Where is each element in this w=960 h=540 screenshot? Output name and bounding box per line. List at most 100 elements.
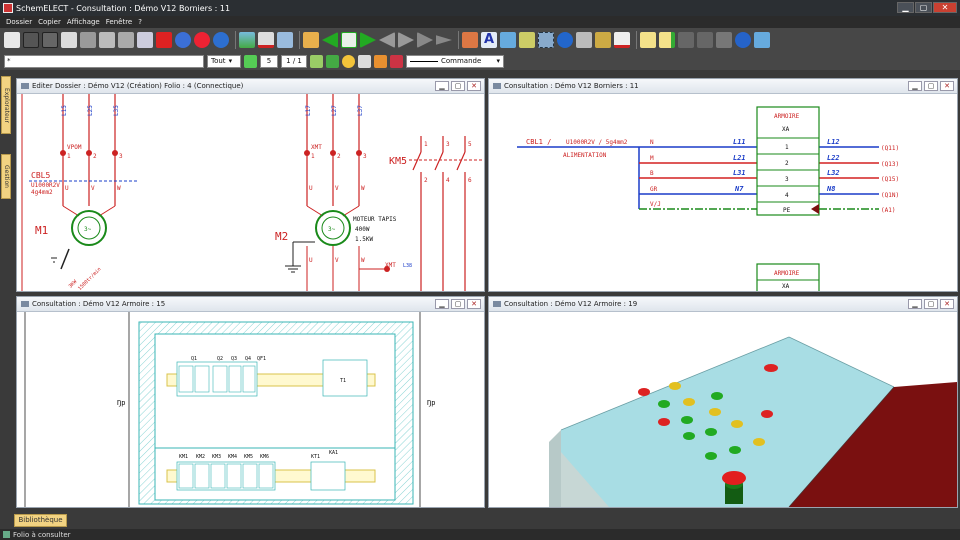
menu-fenetre[interactable]: Fenêtre	[105, 18, 133, 26]
open-folder-icon[interactable]	[23, 32, 39, 48]
armoire15-window-title: Consultation : Démo V12 Armoire : 15	[32, 300, 166, 308]
close-button[interactable]: ✕	[933, 2, 957, 13]
close-button[interactable]: ✕	[940, 299, 954, 309]
filter-select[interactable]: Tout ▾	[207, 54, 241, 68]
forward-icon[interactable]	[417, 32, 433, 48]
3d-view-canvas[interactable]	[489, 312, 957, 507]
armoire15-canvas[interactable]: Ŋp Ŋp Q1 Q2 Q3 Q4 Q	[17, 312, 484, 507]
cable-label: CBL5	[31, 171, 50, 180]
wire-label: L17	[305, 105, 312, 116]
undo-icon[interactable]	[175, 32, 191, 48]
line-style-select[interactable]: Commande ▾	[406, 54, 504, 68]
bottom-dock: Bibliothèque	[0, 512, 960, 529]
path-input[interactable]: *	[4, 54, 204, 68]
grid-toggle-icon[interactable]	[244, 54, 257, 68]
options-icon[interactable]	[358, 54, 371, 68]
editor-window[interactable]: Editer Dossier : Démo V12 (Création) Fol…	[16, 78, 485, 292]
print-icon[interactable]	[137, 32, 153, 48]
minimize-button[interactable]: ▁	[435, 81, 449, 91]
minimize-button[interactable]: ▁	[897, 2, 914, 13]
cable-spec: U1000R2V / 5g4mm2	[566, 139, 628, 146]
tab-gestion[interactable]: Gestion	[1, 154, 11, 199]
cut-icon[interactable]	[80, 32, 96, 48]
tools-icon[interactable]	[519, 32, 535, 48]
pencil-icon[interactable]	[326, 54, 339, 68]
erase-icon[interactable]	[390, 54, 403, 68]
close-button[interactable]: ✕	[467, 299, 481, 309]
select-area-icon[interactable]	[538, 32, 554, 48]
minimize-button[interactable]: ▁	[435, 299, 449, 309]
refresh-icon[interactable]	[754, 32, 770, 48]
terminal-block-title: ARMOIRE	[774, 270, 800, 277]
destination-label: (Q13)	[881, 161, 899, 168]
page-icon[interactable]	[640, 32, 656, 48]
menu-affichage[interactable]: Affichage	[66, 18, 100, 26]
menu-copier[interactable]: Copier	[38, 18, 61, 26]
maximize-button[interactable]: ▢	[451, 299, 465, 309]
destination-label: (Q15)	[881, 176, 899, 183]
list-icon[interactable]	[500, 32, 516, 48]
component-icon[interactable]	[462, 32, 478, 48]
tab-explorateur[interactable]: Explorateur	[1, 76, 11, 134]
maximize-button[interactable]: ▢	[915, 2, 932, 13]
bulb-icon[interactable]	[342, 54, 355, 68]
last-page-icon[interactable]	[360, 32, 376, 48]
menu-bar: Dossier Copier Affichage Fenêtre ?	[0, 16, 960, 28]
close-button[interactable]: ✕	[940, 81, 954, 91]
minimize-button[interactable]: ▁	[908, 299, 922, 309]
terminal-label: 2	[424, 177, 428, 184]
component-label: KM4	[228, 454, 237, 460]
component-label: KM5	[244, 454, 253, 460]
schematic-drawing: L15 L25 L35 L17 L27 L37 VPOM XMT 1 2 3 1…	[21, 94, 484, 291]
borniers-canvas[interactable]: CBL1 / U1000R2V / 5g4mm2 ALIMENTATION	[489, 94, 957, 291]
minimize-button[interactable]: ▁	[908, 81, 922, 91]
connector-label: XMT	[385, 262, 396, 269]
first-page-icon[interactable]	[322, 32, 338, 48]
add-page-icon[interactable]	[659, 32, 675, 48]
motor-symbol: 3~	[328, 226, 336, 233]
help-icon[interactable]	[213, 32, 229, 48]
tab-bibliotheque[interactable]: Bibliothèque	[14, 514, 67, 527]
motor-label: M2	[275, 230, 288, 243]
maximize-button[interactable]: ▢	[451, 81, 465, 91]
armoire19-window[interactable]: Consultation : Démo V12 Armoire : 19 ▁ ▢…	[488, 296, 958, 508]
copy-icon[interactable]	[99, 32, 115, 48]
edit-icon[interactable]	[61, 32, 77, 48]
remove-icon[interactable]	[614, 32, 630, 48]
info-icon[interactable]	[557, 32, 573, 48]
check-icon[interactable]	[258, 32, 274, 48]
borniers-window[interactable]: Consultation : Démo V12 Borniers : 11 ▁ …	[488, 78, 958, 292]
new-document-icon[interactable]	[4, 32, 20, 48]
menu-dossier[interactable]: Dossier	[6, 18, 33, 26]
sync-icon[interactable]	[277, 32, 293, 48]
terminal-label: 1	[67, 153, 71, 160]
cross-icon[interactable]	[576, 32, 592, 48]
table-icon[interactable]	[716, 32, 732, 48]
paste-icon[interactable]	[118, 32, 134, 48]
info2-icon[interactable]	[735, 32, 751, 48]
ruler-icon[interactable]	[595, 32, 611, 48]
save-icon[interactable]	[42, 32, 58, 48]
maximize-button[interactable]: ▢	[924, 299, 938, 309]
stop-icon[interactable]	[194, 32, 210, 48]
image-icon[interactable]	[239, 32, 255, 48]
jump-icon[interactable]	[436, 35, 452, 45]
terminal-label: W	[117, 185, 121, 192]
previous-icon[interactable]	[379, 32, 395, 48]
window-icon	[21, 83, 29, 89]
delete-icon[interactable]	[156, 32, 172, 48]
next-icon[interactable]	[398, 32, 414, 48]
close-button[interactable]: ✕	[467, 81, 481, 91]
print-preview-icon[interactable]	[303, 32, 319, 48]
text-icon[interactable]: A	[481, 32, 497, 48]
line-draw-icon[interactable]	[374, 54, 387, 68]
maximize-button[interactable]: ▢	[924, 81, 938, 91]
layout-icon[interactable]	[678, 32, 694, 48]
page-number-field[interactable]: 5	[260, 54, 278, 68]
calendar-icon[interactable]	[341, 32, 357, 48]
armoire15-window[interactable]: Consultation : Démo V12 Armoire : 15 ▁ ▢…	[16, 296, 485, 508]
grid-icon[interactable]	[697, 32, 713, 48]
menu-help[interactable]: ?	[138, 18, 142, 26]
editor-canvas[interactable]: L15 L25 L35 L17 L27 L37 VPOM XMT 1 2 3 1…	[17, 94, 484, 291]
layer-icon[interactable]	[310, 54, 323, 68]
